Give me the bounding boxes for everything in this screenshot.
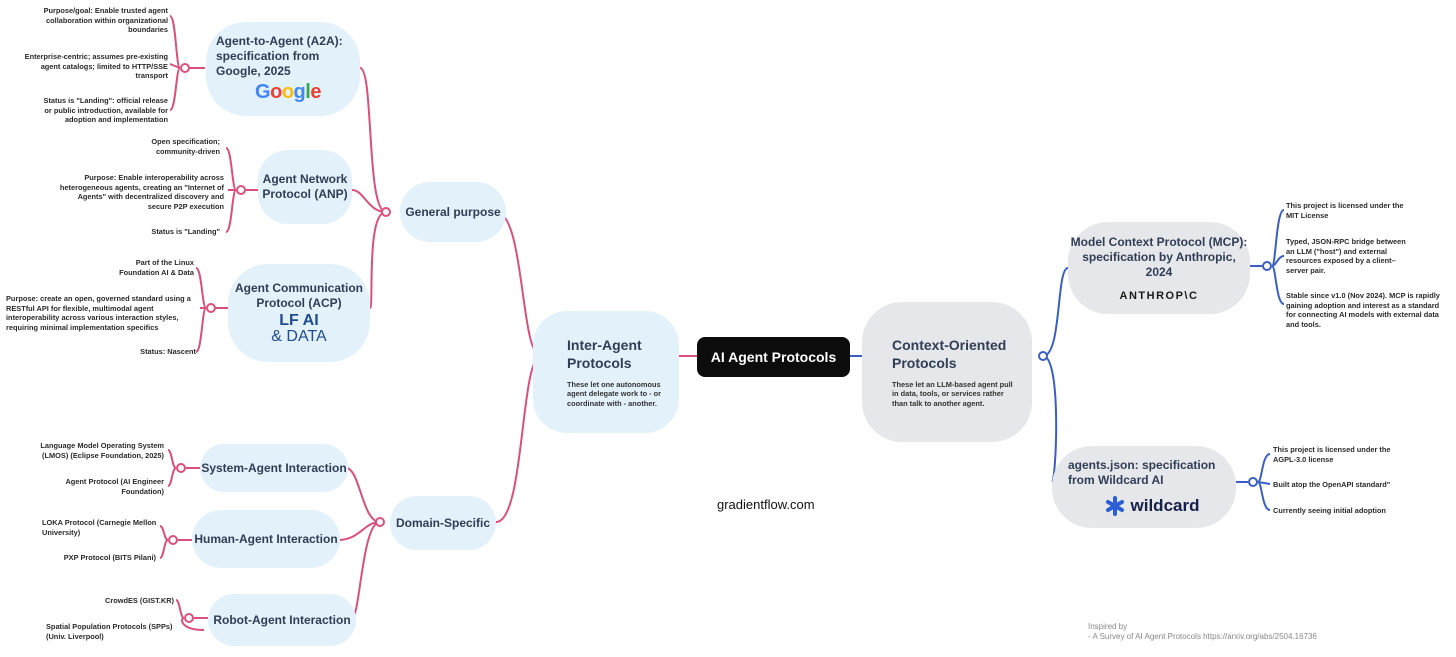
robot-leaf-2: Spatial Population Protocols (SPPs) (Uni… [46,622,173,641]
human-agent-title: Human-Agent Interaction [194,531,338,546]
mcp-title: Model Context Protocol (MCP): specificat… [1070,234,1248,279]
a2a-title: Agent-to-Agent (A2A): specification from… [216,34,343,78]
anthropic-logo-icon: ANTHROP\C [1119,289,1199,302]
anp-leaf-2: Purpose: Enable interoperability across … [59,173,224,211]
acp-leaf-2: Purpose: create an open, governed standa… [6,294,191,332]
inter-agent-description: These let one autonomous agent delegate … [567,379,662,408]
anp-leaf-3: Status is "Landing" [151,227,220,236]
agents-json-leaf-3: Currently seeing initial adoption [1273,506,1386,515]
agents-json-leaf-1: This project is licensed under the AGPL-… [1273,445,1391,464]
system-leaf-1: Language Model Operating System (LMOS) (… [40,441,164,460]
agents-json-node[interactable]: agents.json: specification from Wildcard… [1052,446,1236,528]
mcp-leaf-1: This project is licensed under the MIT L… [1286,201,1404,220]
a2a-node[interactable]: Agent-to-Agent (A2A): specification from… [206,22,360,116]
inter-agent-title: Inter-Agent Protocols [567,336,642,371]
mcp-leaf-2: Typed, JSON-RPC bridge between an LLM ("… [1286,237,1406,275]
a2a-leaf-3: Status is "Landing": official release or… [43,96,168,125]
general-purpose-node[interactable]: General purpose [400,182,506,242]
agents-json-title: agents.json: specification from Wildcard… [1068,458,1216,487]
a2a-leaf-1: Purpose/goal: Enable trusted agent colla… [43,6,168,35]
human-leaf-1: LOKA Protocol (Carnegie Mellon Universit… [42,518,157,537]
agents-json-leaf-2: Built atop the OpenAPI standard" [1273,480,1391,489]
inspired-by-note: Inspired by - A Survey of AI Agent Proto… [1088,622,1317,642]
mcp-node[interactable]: Model Context Protocol (MCP): specificat… [1068,222,1250,314]
general-purpose-title: General purpose [405,204,501,219]
asterisk-icon [1105,496,1124,516]
context-oriented-description: These let an LLM-based agent pull in dat… [892,379,1013,408]
system-agent-title: System-Agent Interaction [201,460,347,475]
wildcard-logo: wildcard [1105,496,1200,516]
system-agent-node[interactable]: System-Agent Interaction [200,444,348,492]
context-oriented-node[interactable]: Context-Oriented Protocols These let an … [862,302,1032,442]
lf-logo-line-2: & DATA [271,328,327,345]
wildcard-logo-text: wildcard [1130,496,1200,515]
acp-title: Agent Communication Protocol (ACP) [235,281,363,310]
acp-leaf-3: Status: Nascent [140,347,196,356]
inspired-by-line-2: - A Survey of AI Agent Protocols https:/… [1088,632,1317,641]
inter-agent-node[interactable]: Inter-Agent Protocols These let one auto… [533,311,679,433]
human-agent-node[interactable]: Human-Agent Interaction [192,510,340,568]
robot-agent-title: Robot-Agent Interaction [213,612,351,627]
root-node[interactable]: AI Agent Protocols [697,337,850,377]
lf-logo-line-1: LF AI [279,312,319,329]
mcp-leaf-3: Stable since v1.0 (Nov 2024). MCP is rap… [1286,291,1440,329]
human-leaf-2: PXP Protocol (BITS Pilani) [63,553,156,562]
robot-leaf-1: CrowdES (GIST.KR) [105,596,174,605]
context-oriented-title: Context-Oriented Protocols [892,336,1007,371]
domain-specific-title: Domain-Specific [395,515,491,530]
robot-agent-node[interactable]: Robot-Agent Interaction [208,594,356,646]
a2a-leaf-2: Enterprise-centric; assumes pre-existing… [24,52,168,81]
acp-leaf-1: Part of the Linux Foundation AI & Data [119,258,194,277]
acp-node[interactable]: Agent Communication Protocol (ACP) LF AI… [228,264,370,362]
system-leaf-2: Agent Protocol (AI Engineer Foundation) [65,477,164,496]
lf-ai-data-logo-icon: LF AI & DATA [271,313,326,345]
inspired-by-line-1: Inspired by [1088,622,1128,631]
watermark-text: gradientflow.com [717,497,815,512]
google-logo-icon: Google [255,81,321,103]
anp-node[interactable]: Agent Network Protocol (ANP) [258,150,352,224]
domain-specific-node[interactable]: Domain-Specific [390,496,496,550]
anp-title: Agent Network Protocol (ANP) [262,172,348,201]
anp-leaf-1: Open specification; community-driven [151,137,220,156]
